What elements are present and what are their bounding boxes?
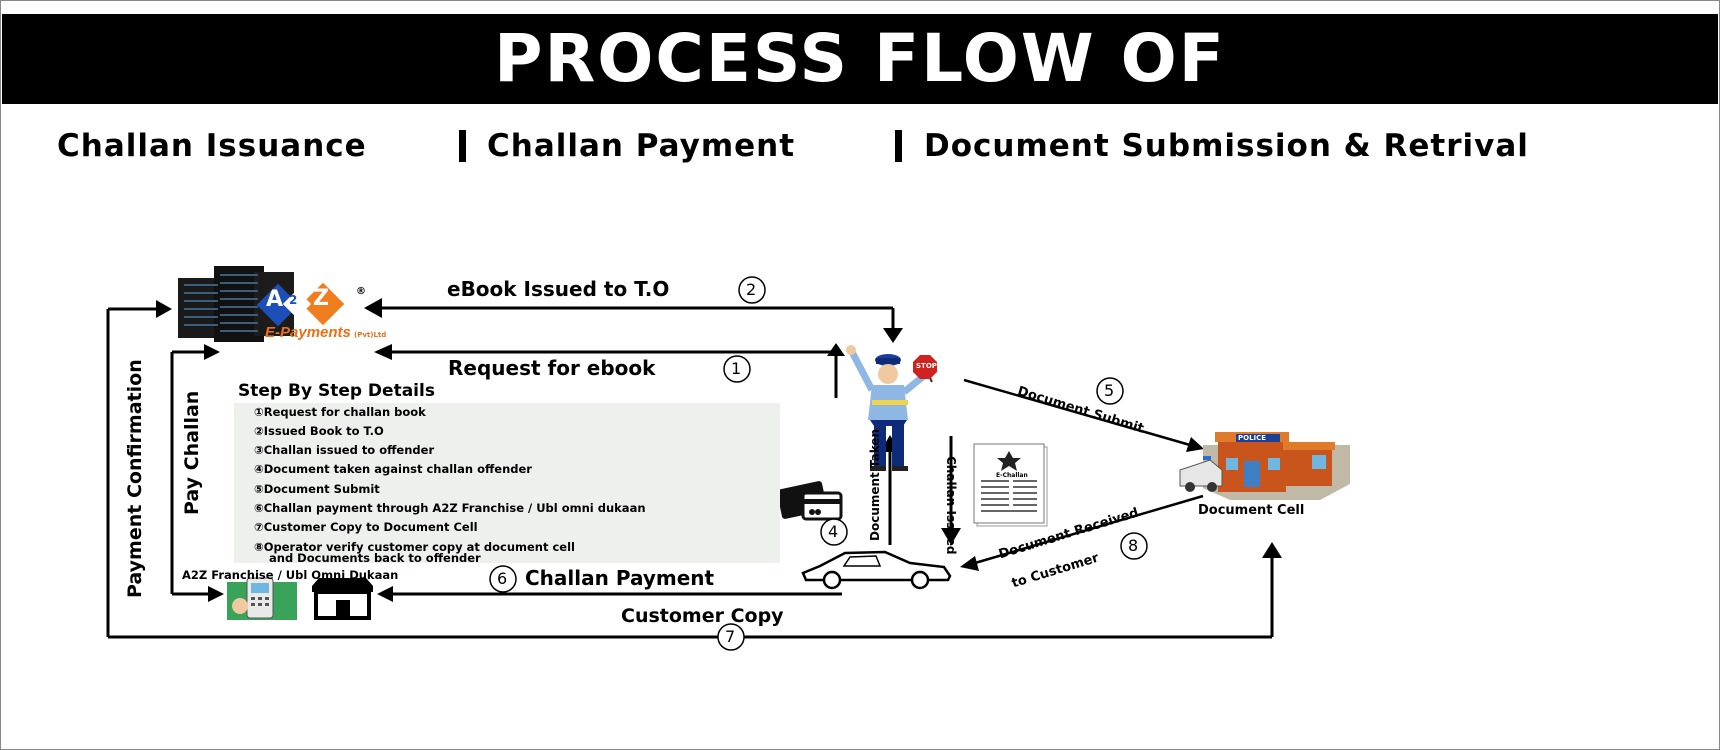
- subtitle-challan-payment: Challan Payment: [487, 128, 796, 164]
- payment-confirmation-label: Payment Confirmation: [124, 359, 146, 598]
- stop-sign-icon: [913, 355, 937, 383]
- customer-copy-arrow: [1262, 542, 1282, 637]
- franchise-label: A2Z Franchise / Ubl Omni Dukaan: [182, 568, 399, 582]
- a2z-logo-a: A: [266, 287, 284, 312]
- document-cell-label: Document Cell: [1198, 503, 1305, 518]
- a2z-logo-z: Z: [313, 286, 329, 311]
- page-title: PROCESS FLOW OF: [494, 20, 1226, 97]
- step-item: ②Issued Book to T.O: [254, 424, 384, 438]
- e-challan-title: E-Challan: [996, 472, 1028, 479]
- request-ebook-arrow: [374, 343, 845, 398]
- step-item: ⑦Customer Copy to Document Cell: [254, 520, 478, 534]
- a2z-registered-mark: ®: [356, 286, 366, 297]
- stop-sign-label: STOP: [916, 362, 937, 370]
- payment-confirmation-arrow: [106, 300, 1272, 639]
- step-number-1-marker: [723, 355, 751, 383]
- document-received-number: 8: [1128, 536, 1139, 555]
- customer-copy-label: Customer Copy: [621, 605, 784, 627]
- subtitle-challan-issuance: Challan Issuance: [57, 128, 367, 164]
- a2z-brand-suffix: (Pvt)Ltd: [354, 331, 387, 339]
- step-number-7-marker: [717, 623, 745, 651]
- subtitle-separator: [459, 130, 466, 162]
- credit-card-icon: [776, 481, 843, 521]
- title-banner: PROCESS FLOW OF: [2, 14, 1718, 104]
- step-number-6-marker: [489, 565, 517, 593]
- request-ebook-label: Request for ebook: [448, 356, 656, 380]
- challan-payment-number: 6: [497, 569, 508, 588]
- subtitle-document-submission: Document Submission & Retrival: [924, 128, 1529, 164]
- pos-terminal-icon: [227, 577, 297, 620]
- card-step-number: 4: [828, 522, 839, 541]
- step-details-title: Step By Step Details: [238, 381, 435, 401]
- step-number-2-marker: [738, 276, 766, 304]
- a2z-brand-name: E-Payments: [265, 324, 351, 341]
- step-details-panel: [234, 403, 780, 563]
- challan-issued-label: Challan Issued: [944, 456, 958, 555]
- car-icon: [801, 550, 952, 590]
- step-item: ⑧Operator verify customer copy at docume…: [254, 540, 575, 554]
- step-number-4-marker: [820, 518, 848, 546]
- ebook-issued-label: eBook Issued to T.O: [447, 277, 670, 301]
- ebook-issued-number: 2: [746, 280, 757, 299]
- pay-challan-label: Pay Challan: [181, 390, 203, 515]
- a2z-logo-2: 2: [289, 293, 298, 307]
- shop-icon: [312, 578, 373, 620]
- document-submit-number: 5: [1104, 381, 1115, 400]
- challan-payment-arrow: [377, 586, 842, 602]
- step-item: ④Document taken against challan offender: [254, 462, 532, 476]
- customer-copy-number: 7: [725, 627, 736, 646]
- ebook-issued-arrow: [364, 298, 903, 343]
- step-item: ①Request for challan book: [254, 405, 426, 419]
- request-ebook-number: 1: [731, 359, 742, 378]
- police-sign-label: POLICE: [1238, 434, 1267, 442]
- document-received-arrow: [960, 494, 1204, 571]
- e-challan-document-icon: [973, 443, 1048, 527]
- challan-issued-arrow: [941, 436, 961, 545]
- a2z-logo: [256, 282, 345, 327]
- challan-payment-label: Challan Payment: [525, 566, 715, 590]
- document-taken-label: Document Taken: [868, 428, 882, 541]
- step-item-continuation: and Documents back to offender: [269, 551, 481, 565]
- police-station-icon: [1179, 432, 1350, 500]
- pay-challan-arrow: [170, 344, 224, 602]
- step-number-5-marker: [1096, 377, 1124, 405]
- step-item: ⑤Document Submit: [254, 482, 380, 496]
- document-submit-arrow: [963, 378, 1204, 452]
- subtitle-separator: [895, 130, 902, 162]
- step-item: ③Challan issued to offender: [254, 443, 435, 457]
- step-item: ⑥Challan payment through A2Z Franchise /…: [254, 501, 646, 515]
- step-number-8-marker: [1120, 532, 1148, 560]
